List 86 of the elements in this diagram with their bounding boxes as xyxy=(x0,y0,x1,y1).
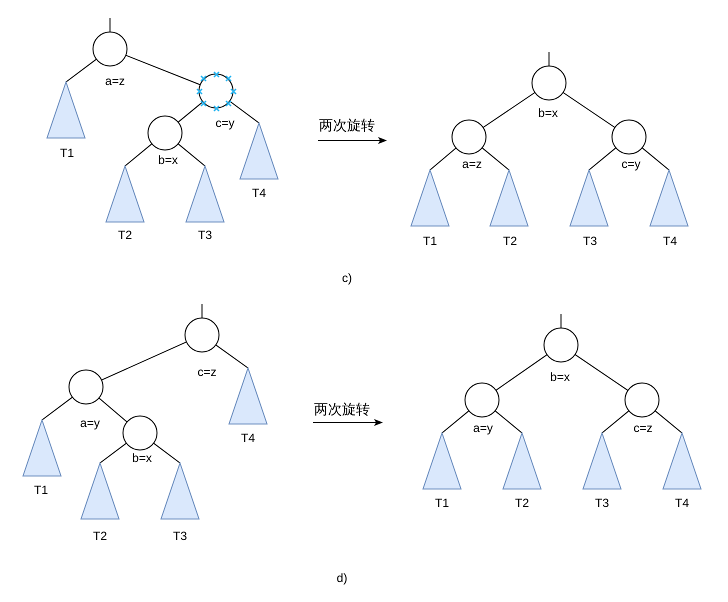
tree-edge xyxy=(548,52,550,66)
node-label: a=y xyxy=(473,421,493,435)
node-label: T1 xyxy=(34,483,48,497)
node-label: T3 xyxy=(595,496,609,510)
arrow-label: 两次旋转 xyxy=(314,402,370,416)
subtree-triangle xyxy=(80,462,120,520)
node-circle xyxy=(531,65,567,101)
subtree-triangle xyxy=(410,169,450,227)
node-label: T2 xyxy=(515,496,529,510)
arrow-label: 两次旋转 xyxy=(319,118,375,132)
tree-edge xyxy=(574,354,628,391)
node-label: a=y xyxy=(80,416,100,430)
tree-edge xyxy=(482,147,510,170)
tree-edge xyxy=(560,314,562,328)
tree-edge xyxy=(588,147,616,170)
subtree-triangle xyxy=(185,165,225,223)
node-label: c=z xyxy=(634,421,652,435)
node-label: T1 xyxy=(423,234,437,248)
node-circle xyxy=(184,317,220,353)
tree-edge xyxy=(442,410,470,434)
tree-edge xyxy=(178,143,206,166)
node-circle xyxy=(611,119,647,155)
node-label: T4 xyxy=(252,186,266,200)
tree-edge xyxy=(482,92,536,128)
tree-edge xyxy=(494,410,522,434)
tree-edge xyxy=(562,92,616,128)
subtree-triangle xyxy=(662,432,702,490)
node-circle xyxy=(198,73,234,109)
tree-edge xyxy=(602,410,630,434)
node-label: T4 xyxy=(675,496,689,510)
tree-edge xyxy=(98,398,128,422)
tree-edge xyxy=(101,341,187,381)
tree-edge xyxy=(215,344,248,368)
tree-edge xyxy=(153,442,180,464)
node-label: T3 xyxy=(198,228,212,242)
node-circle xyxy=(92,31,128,67)
node-circle xyxy=(543,327,579,363)
node-circle xyxy=(68,369,104,405)
subtree-triangle xyxy=(489,169,529,227)
node-label: b=x xyxy=(538,106,558,120)
tree-edge xyxy=(124,143,152,166)
subtree-triangle xyxy=(649,169,689,227)
node-label: b=x xyxy=(132,451,152,465)
tree-edge xyxy=(42,396,73,420)
tree-edge xyxy=(229,100,260,124)
tree-edge xyxy=(495,354,548,391)
node-label: a=z xyxy=(105,74,125,88)
subtree-triangle xyxy=(502,432,542,490)
subtree-triangle xyxy=(105,165,145,223)
node-circle xyxy=(147,115,183,151)
node-label: T2 xyxy=(503,234,517,248)
node-circle xyxy=(464,382,500,418)
node-label: b=x xyxy=(158,153,178,167)
subtree-triangle xyxy=(239,122,279,180)
tree-edge xyxy=(125,54,201,86)
node-circle xyxy=(624,382,660,418)
panel-label: c) xyxy=(342,271,352,285)
subtree-triangle xyxy=(228,367,268,425)
node-label: T2 xyxy=(118,228,132,242)
node-label: T2 xyxy=(93,529,107,543)
node-label: T4 xyxy=(241,431,255,445)
node-label: b=x xyxy=(550,370,570,384)
node-circle xyxy=(122,415,158,451)
subtree-triangle xyxy=(22,419,62,477)
tree-edge xyxy=(642,147,670,170)
node-label: c=y xyxy=(216,116,234,130)
node-label: a=z xyxy=(462,157,482,171)
tree-edge xyxy=(178,101,204,123)
tree-edge xyxy=(100,442,127,464)
tree-edge xyxy=(66,58,97,82)
tree-edge xyxy=(430,147,457,170)
node-label: T1 xyxy=(60,146,74,160)
subtree-triangle xyxy=(46,81,86,139)
subtree-triangle xyxy=(569,169,609,227)
node-label: T3 xyxy=(583,234,597,248)
tree-edge xyxy=(654,410,682,434)
node-label: c=y xyxy=(622,157,640,171)
node-circle xyxy=(451,119,487,155)
node-label: c=z xyxy=(198,365,216,379)
subtree-triangle xyxy=(160,462,200,520)
node-label: T3 xyxy=(173,529,187,543)
node-label: T1 xyxy=(435,496,449,510)
subtree-triangle xyxy=(582,432,622,490)
node-label: T4 xyxy=(663,234,677,248)
panel-label: d) xyxy=(336,571,348,585)
subtree-triangle xyxy=(422,432,462,490)
